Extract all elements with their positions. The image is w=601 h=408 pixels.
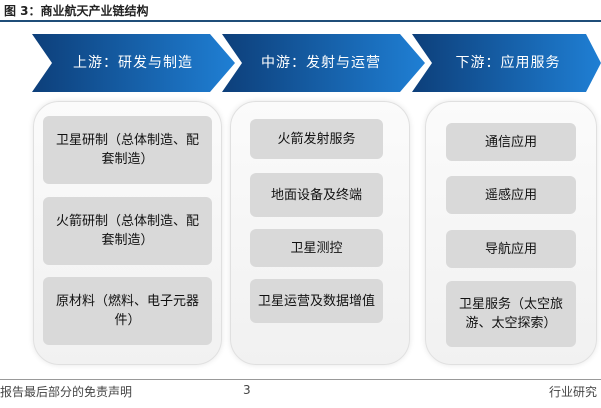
footer-report-type: 行业研究	[548, 385, 597, 399]
title-rule	[0, 20, 601, 22]
chevron-midstream	[222, 34, 425, 92]
card-comm-app: 通信应用	[446, 123, 576, 161]
footer-rule	[0, 379, 601, 380]
card-satellite-tt-c: 卫星测控	[250, 229, 383, 267]
card-raw-materials: 原材料（燃料、电子元器件）	[43, 277, 212, 345]
stage-label-midstream: 中游：发射与运营	[261, 55, 381, 71]
stage-label-downstream: 下游：应用服务	[455, 55, 561, 71]
panel-midstream: 火箭发射服务 地面设备及终端 卫星测控 卫星运营及数据增值	[230, 101, 410, 365]
card-launch-service: 火箭发射服务	[250, 119, 383, 159]
chevron-downstream	[412, 34, 601, 92]
card-remote-sensing-app: 遥感应用	[446, 176, 576, 214]
card-satellite-ops: 卫星运营及数据增值	[250, 279, 383, 323]
card-ground-equipment: 地面设备及终端	[250, 173, 383, 217]
chevron-upstream	[32, 34, 235, 92]
card-satellite-rd: 卫星研制（总体制造、配套制造）	[43, 116, 212, 184]
stage-chevrons	[32, 34, 601, 92]
card-rocket-rd: 火箭研制（总体制造、配套制造）	[43, 197, 212, 265]
footer-disclaimer: 报告最后部分的免责声明	[0, 385, 133, 399]
card-satellite-services: 卫星服务（太空旅游、太空探索）	[446, 281, 576, 347]
card-navigation-app: 导航应用	[446, 230, 576, 268]
stage-label-upstream: 上游：研发与制造	[73, 55, 193, 71]
panel-downstream: 通信应用 遥感应用 导航应用 卫星服务（太空旅游、太空探索）	[425, 101, 597, 365]
page-number: 3	[243, 383, 251, 397]
figure-title: 图 3：商业航天产业链结构	[4, 4, 149, 18]
panel-upstream: 卫星研制（总体制造、配套制造） 火箭研制（总体制造、配套制造） 原材料（燃料、电…	[33, 101, 222, 365]
